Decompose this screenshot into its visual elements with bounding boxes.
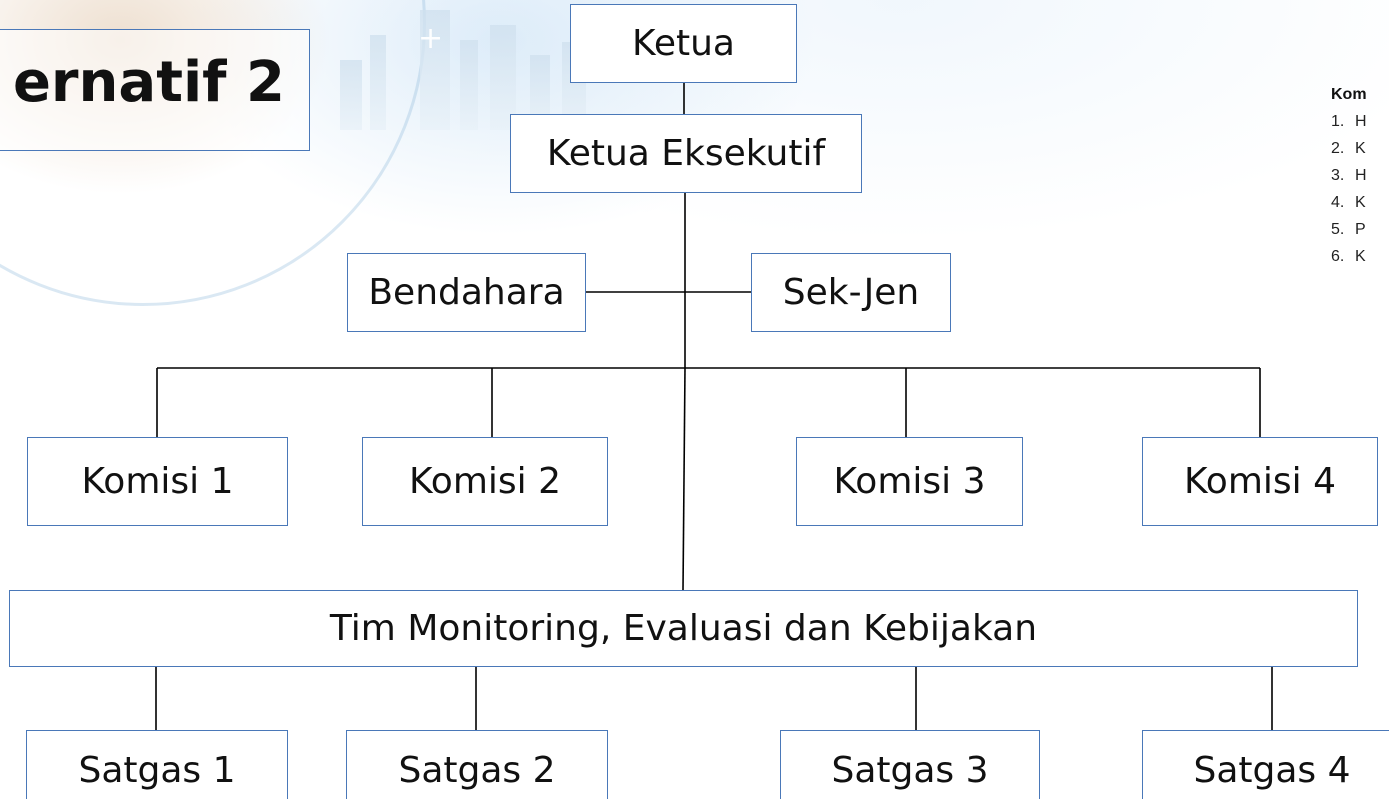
list-item-number: 3. — [1331, 167, 1345, 184]
node-komisi-3: Komisi 3 — [796, 437, 1023, 526]
list-item-text: P — [1355, 221, 1366, 238]
list-item-number: 2. — [1331, 140, 1345, 157]
line-to-tim — [682, 367, 686, 591]
node-ketua-eksekutif: Ketua Eksekutif — [510, 114, 862, 193]
list-item-text: K — [1355, 140, 1366, 157]
list-item-number: 6. — [1331, 248, 1345, 265]
plus-decoration-icon: + — [418, 21, 444, 56]
slide-title: ernatif 2 — [12, 50, 285, 115]
slide-title-box: ernatif 2 — [0, 29, 310, 151]
side-panel-title: Kom — [1331, 86, 1367, 103]
list-item-text: K — [1355, 194, 1366, 211]
list-item-number: 5. — [1331, 221, 1345, 238]
node-satgas-2: Satgas 2 — [346, 730, 608, 799]
node-satgas-4: Satgas 4 — [1142, 730, 1389, 799]
list-item: 5. P — [1331, 216, 1389, 243]
node-satgas-1: Satgas 1 — [26, 730, 288, 799]
node-tim-monitoring: Tim Monitoring, Evaluasi dan Kebijakan — [9, 590, 1358, 667]
list-item-number: 4. — [1331, 194, 1345, 211]
node-sek-jen: Sek-Jen — [751, 253, 951, 332]
list-item: 2. K — [1331, 135, 1389, 162]
side-panel-items: 1. H 2. K 3. H 4. K 5. P 6. K — [1331, 108, 1389, 270]
list-item: 4. K — [1331, 189, 1389, 216]
list-item: 1. H — [1331, 108, 1389, 135]
node-bendahara: Bendahara — [347, 253, 586, 332]
list-item-text: K — [1355, 248, 1366, 265]
node-komisi-4: Komisi 4 — [1142, 437, 1378, 526]
node-komisi-1: Komisi 1 — [27, 437, 288, 526]
node-satgas-3: Satgas 3 — [780, 730, 1040, 799]
list-item: 6. K — [1331, 243, 1389, 270]
node-ketua: Ketua — [570, 4, 797, 83]
side-panel-list: Kom 1. H 2. K 3. H 4. K 5. P 6. K — [1331, 84, 1389, 270]
list-item-text: H — [1355, 113, 1367, 130]
list-item-text: H — [1355, 167, 1367, 184]
node-komisi-2: Komisi 2 — [362, 437, 608, 526]
list-item-number: 1. — [1331, 113, 1345, 130]
list-item: 3. H — [1331, 162, 1389, 189]
